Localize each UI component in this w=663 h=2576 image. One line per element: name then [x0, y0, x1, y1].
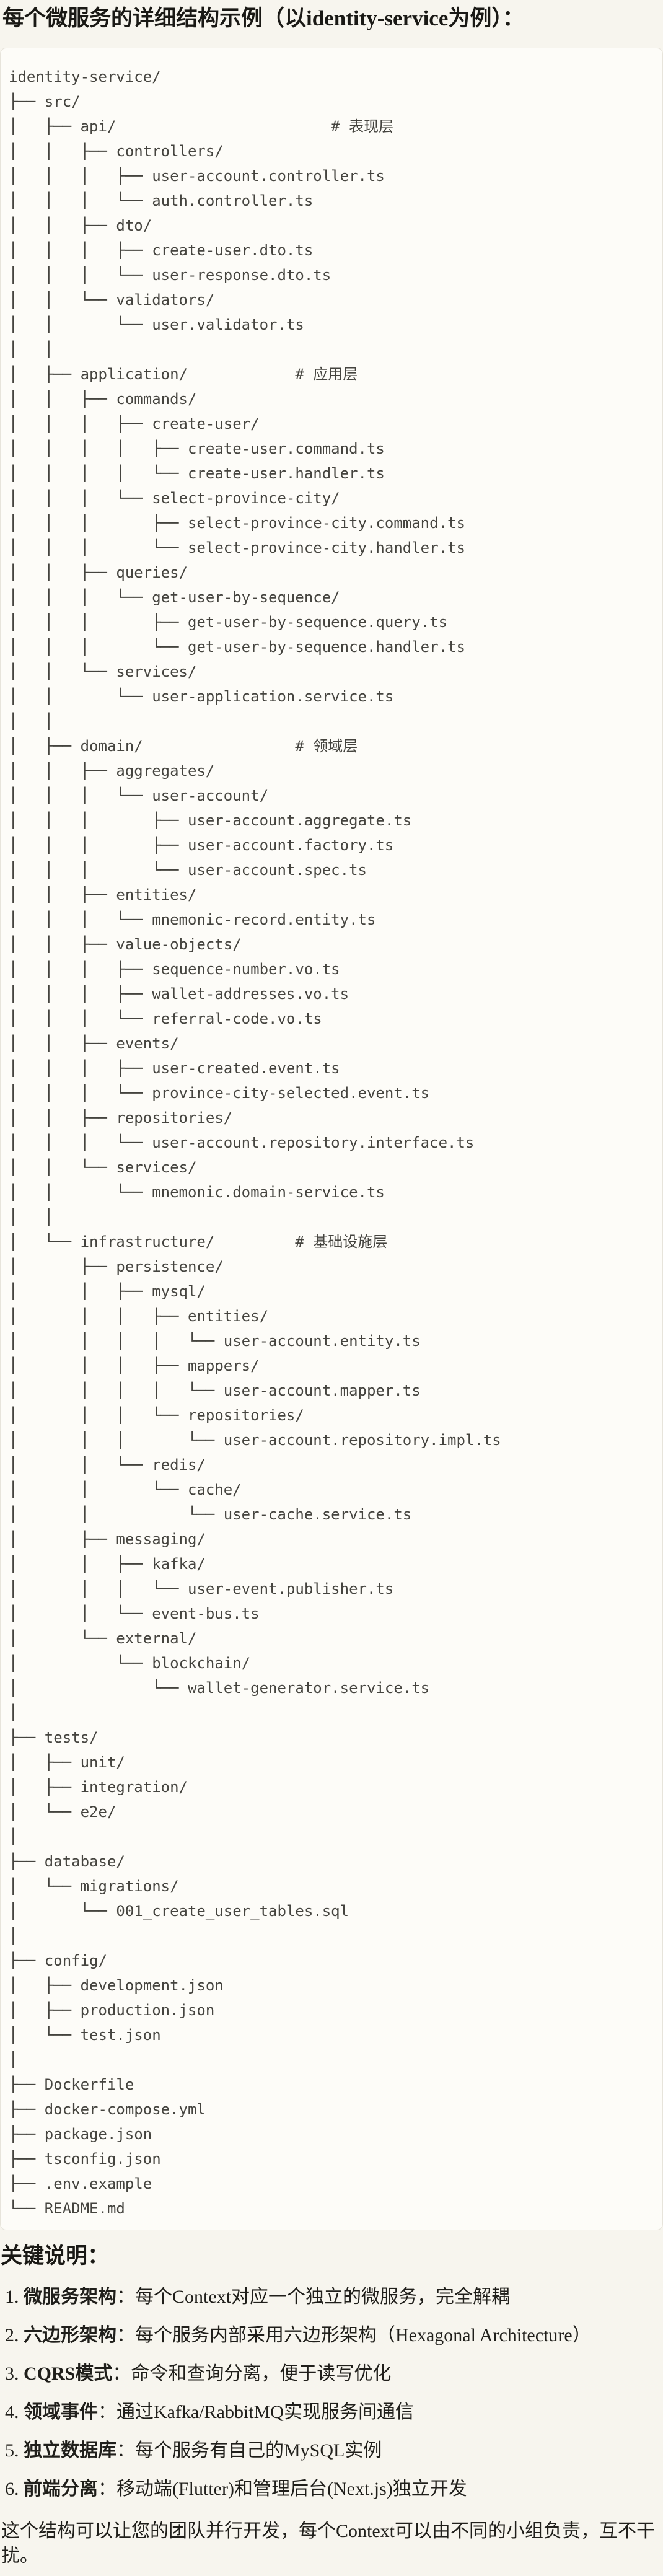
list-item-number: 3. — [5, 2363, 19, 2384]
list-item-label: 前端分离 — [24, 2479, 98, 2499]
list-item-text: ：移动端(Flutter)和管理后台(Next.js)独立开发 — [98, 2479, 467, 2499]
directory-tree: identity-service/ ├── src/ │ ├── api/ # … — [9, 68, 501, 2217]
list-item-text: ：每个Context对应一个独立的微服务，完全解耦 — [116, 2287, 510, 2307]
list-item: 2. 六边形架构：每个服务内部采用六边形架构（Hexagonal Archite… — [5, 2323, 663, 2348]
notes-heading: 关键说明： — [1, 2244, 110, 2268]
list-item-label: 独立数据库 — [24, 2440, 116, 2461]
list-item-number: 1. — [5, 2287, 19, 2307]
list-item: 4. 领域事件：通过Kafka/RabbitMQ实现服务间通信 — [5, 2400, 663, 2425]
list-item-number: 2. — [5, 2325, 19, 2345]
page-title: 每个微服务的详细结构示例（以identity-service为例）： — [2, 6, 524, 30]
code-block: identity-service/ ├── src/ │ ├── api/ # … — [0, 48, 663, 2230]
list-item-number: 5. — [5, 2440, 19, 2461]
list-item-label: CQRS模式 — [24, 2363, 113, 2384]
list-item-label: 微服务架构 — [24, 2287, 116, 2307]
list-item-text: ：每个服务有自己的MySQL实例 — [116, 2440, 382, 2461]
list-item: 6. 前端分离：移动端(Flutter)和管理后台(Next.js)独立开发 — [5, 2477, 663, 2502]
closing-paragraph: 这个结构可以让您的团队并行开发，每个Context可以由不同的小组负责，互不干扰… — [1, 2521, 655, 2566]
list-item: 1. 微服务架构：每个Context对应一个独立的微服务，完全解耦 — [5, 2285, 663, 2310]
list-item-label: 六边形架构 — [24, 2325, 116, 2345]
list-item-text: ：命令和查询分离，便于读写优化 — [112, 2363, 392, 2384]
list-item-text: ：每个服务内部采用六边形架构（Hexagonal Architecture） — [116, 2325, 591, 2345]
list-item-text: ：通过Kafka/RabbitMQ实现服务间通信 — [98, 2402, 414, 2422]
list-item-number: 6. — [5, 2479, 19, 2499]
list-item-label: 领域事件 — [24, 2402, 98, 2422]
list-item: 5. 独立数据库：每个服务有自己的MySQL实例 — [5, 2438, 663, 2463]
list-item-number: 4. — [5, 2402, 19, 2422]
list-item: 3. CQRS模式：命令和查询分离，便于读写优化 — [5, 2362, 663, 2386]
